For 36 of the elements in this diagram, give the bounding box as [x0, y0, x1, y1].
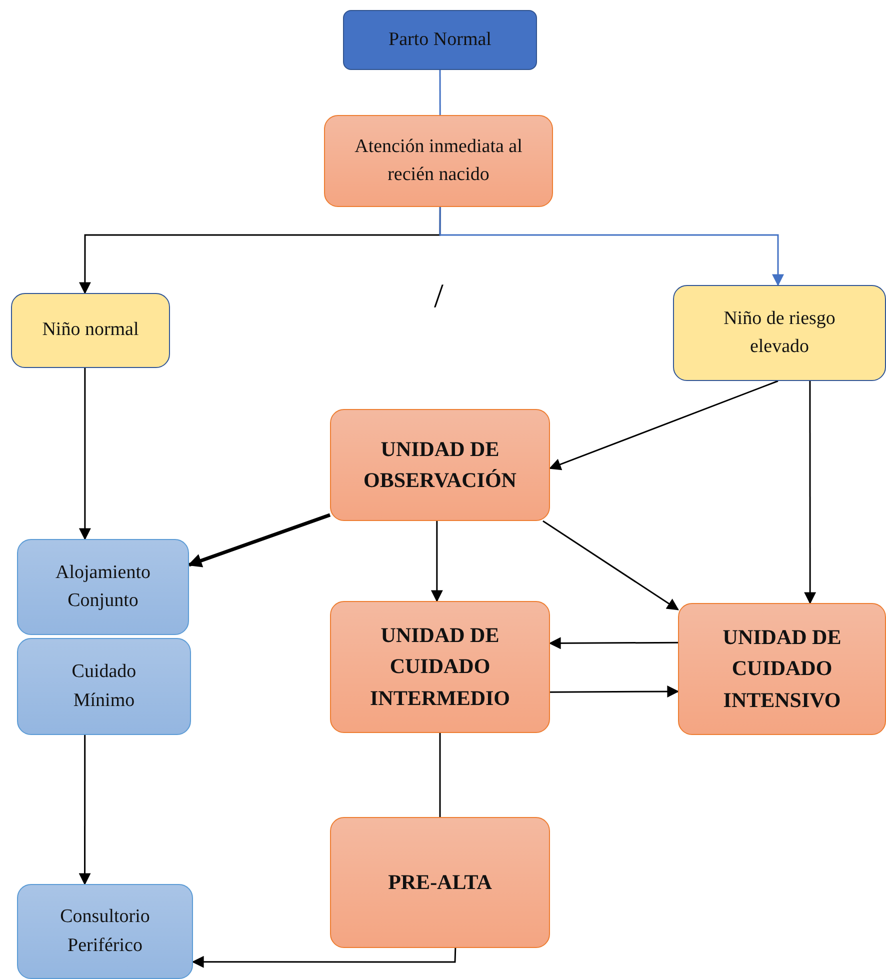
node-label: UNIDAD DE OBSERVACIÓN: [362, 436, 518, 494]
arrow: [542, 520, 679, 610]
process-box: [330, 601, 550, 733]
arrow: [439, 207, 784, 286]
node-label: Niño de riesgo elevado: [722, 306, 836, 359]
node-label: Atención inmediata al recién nacido: [354, 134, 524, 187]
arrow: [548, 637, 678, 650]
care-box: [17, 884, 193, 979]
node-label: Niño normal: [42, 318, 139, 342]
arrow: [192, 948, 456, 968]
arrow: [430, 521, 443, 602]
arrow: [548, 380, 778, 470]
node-label: Alojamiento Conjunto: [54, 560, 152, 613]
care-box: [17, 638, 191, 735]
node-label: Parto Normal: [388, 28, 492, 52]
arrow: [78, 735, 91, 886]
care-box: [17, 539, 189, 635]
arrow: [804, 381, 816, 604]
node-label: PRE-ALTA: [388, 868, 492, 896]
node-label: Cuidado Mínimo: [70, 660, 138, 712]
process-box: [324, 115, 553, 207]
start-box: [343, 10, 537, 70]
connector-line: [439, 733, 441, 817]
process-box: [330, 409, 550, 521]
stray-mark: /: [434, 280, 444, 314]
arrow: [78, 368, 91, 540]
process-box: [678, 603, 886, 735]
decision-box: [11, 293, 170, 368]
process-box: [330, 817, 550, 948]
arrow: [550, 686, 680, 698]
arrow: [188, 513, 331, 568]
node-label: UNIDAD DE CUIDADO INTENSIVO: [722, 624, 842, 714]
decision-box: [673, 285, 886, 381]
node-label: Consultorio Periférico: [59, 905, 151, 958]
connector-line: [439, 70, 441, 115]
node-label: UNIDAD DE CUIDADO INTERMEDIO: [368, 622, 512, 712]
